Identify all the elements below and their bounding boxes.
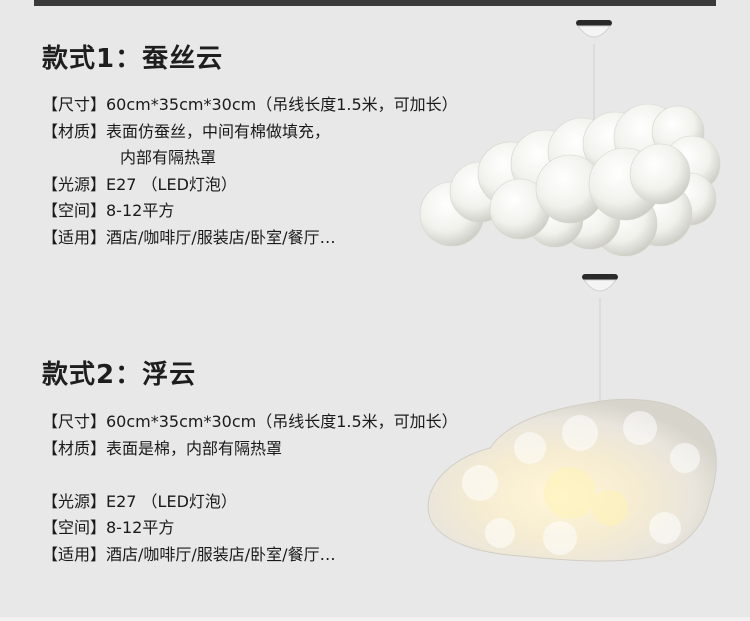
product-1-specs: 【尺寸】60cm*35cm*30cm（吊线长度1.5米，可加长） 【材质】表面仿…	[42, 92, 458, 251]
bottom-strip	[0, 617, 750, 621]
product-1-title: 款式1：蚕丝云	[42, 44, 224, 74]
spec-light-source: 【光源】E27 （LED灯泡）	[42, 174, 237, 194]
spec-size: 【尺寸】60cm*35cm*30cm（吊线长度1.5米，可加长）	[42, 95, 458, 114]
top-divider	[34, 0, 716, 6]
spec-space: 【空间】8-12平方	[42, 518, 175, 537]
spec-usage: 【适用】酒店/咖啡厅/服装店/卧室/餐厅…	[42, 227, 336, 247]
spec-light-source: 【光源】E27 （LED灯泡）	[42, 491, 237, 511]
product-2-title: 款式2：浮云	[42, 360, 197, 390]
spec-size: 【尺寸】60cm*35cm*30cm（吊线长度1.5米，可加长）	[42, 412, 458, 431]
spec-blank	[42, 462, 458, 489]
spec-material-cont: 内部有隔热罩	[120, 148, 217, 167]
cotton-cloud-lamp-image	[427, 274, 717, 562]
product-2-specs: 【尺寸】60cm*35cm*30cm（吊线长度1.5米，可加长） 【材质】表面是…	[42, 409, 458, 568]
spec-usage: 【适用】酒店/咖啡厅/服装店/卧室/餐厅…	[42, 544, 336, 564]
spec-space: 【空间】8-12平方	[42, 201, 175, 220]
silk-cloud-lamp-image	[419, 20, 721, 257]
spec-material: 【材质】表面是棉，内部有隔热罩	[42, 438, 283, 458]
spec-material: 【材质】表面仿蚕丝，中间有棉做填充，	[42, 121, 331, 141]
